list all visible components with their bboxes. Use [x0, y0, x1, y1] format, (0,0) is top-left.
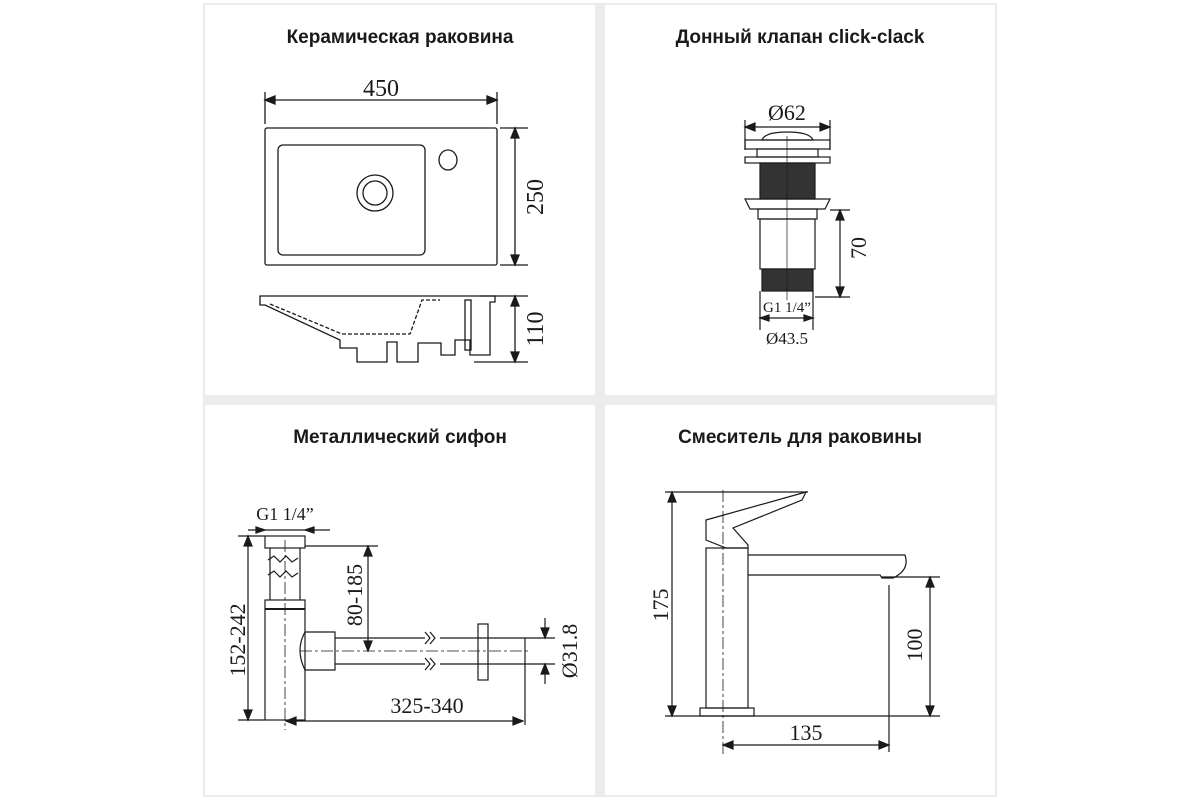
panel-basin-faucet: Смеситель для раковины 175 100 135 [605, 405, 995, 795]
panel-metal-siphon: Металлический сифон G1 1/4” 152-242 80-1… [205, 405, 595, 795]
panel-ceramic-sink: Керамическая раковина 450 250 110 [205, 5, 595, 395]
dim-thread-label: G1 1/4” [256, 504, 314, 524]
dim-height-range-label: 152-242 [225, 603, 250, 676]
panel-title: Металлический сифон [293, 427, 507, 448]
sink-drawing: 450 250 110 [259, 76, 549, 364]
dim-spout-reach-label: 135 [790, 720, 823, 745]
siphon-drawing: G1 1/4” 152-242 80-185 325-340 [225, 504, 582, 730]
dim-width-label: 450 [363, 76, 399, 102]
dim-top-diameter-label: Ø62 [768, 100, 806, 125]
faucet-body [705, 547, 749, 709]
dim-length-range-label: 325-340 [390, 693, 463, 718]
siphon-elbow [299, 631, 336, 671]
dim-height-label: 110 [523, 311, 549, 346]
basin-outline [277, 144, 426, 256]
dim-thread-label: G1 1/4” [763, 300, 811, 316]
valve-drawing: Ø62 70 G1 1/4” Ø43.5 [743, 100, 871, 348]
faucet-base [699, 707, 755, 717]
valve-thread [759, 162, 816, 200]
sink-top-view [264, 127, 498, 266]
panel-title: Керамическая раковина [286, 27, 514, 48]
drain-outer [356, 174, 394, 212]
dim-depth-label: 250 [523, 179, 549, 215]
sink-side-view [259, 295, 496, 363]
panel-title: Смеситель для раковины [678, 427, 922, 448]
drain-inner [362, 180, 388, 206]
faucet-drawing: 175 100 135 [648, 490, 940, 755]
dim-bottom-diameter-label: Ø43.5 [766, 329, 808, 348]
panel-drain-valve: Донный клапан click-clack Ø62 70 G1 1/4” [605, 5, 995, 395]
dim-length-label: 70 [846, 237, 871, 259]
dim-spout-height-label: 100 [902, 629, 927, 662]
faucet-handle [705, 491, 808, 549]
siphon-flange [477, 623, 489, 681]
valve-body [759, 218, 816, 270]
dim-height-label: 175 [648, 589, 673, 622]
dim-outlet-height-label: 80-185 [342, 564, 367, 626]
dim-pipe-diameter-label: Ø31.8 [557, 624, 582, 678]
panel-title: Донный клапан click-clack [675, 27, 925, 48]
spec-sheet: Керамическая раковина 450 250 110 Донный… [203, 3, 997, 797]
valve-cap [761, 131, 814, 141]
tap-hole [438, 149, 458, 171]
faucet-spout [748, 554, 907, 579]
